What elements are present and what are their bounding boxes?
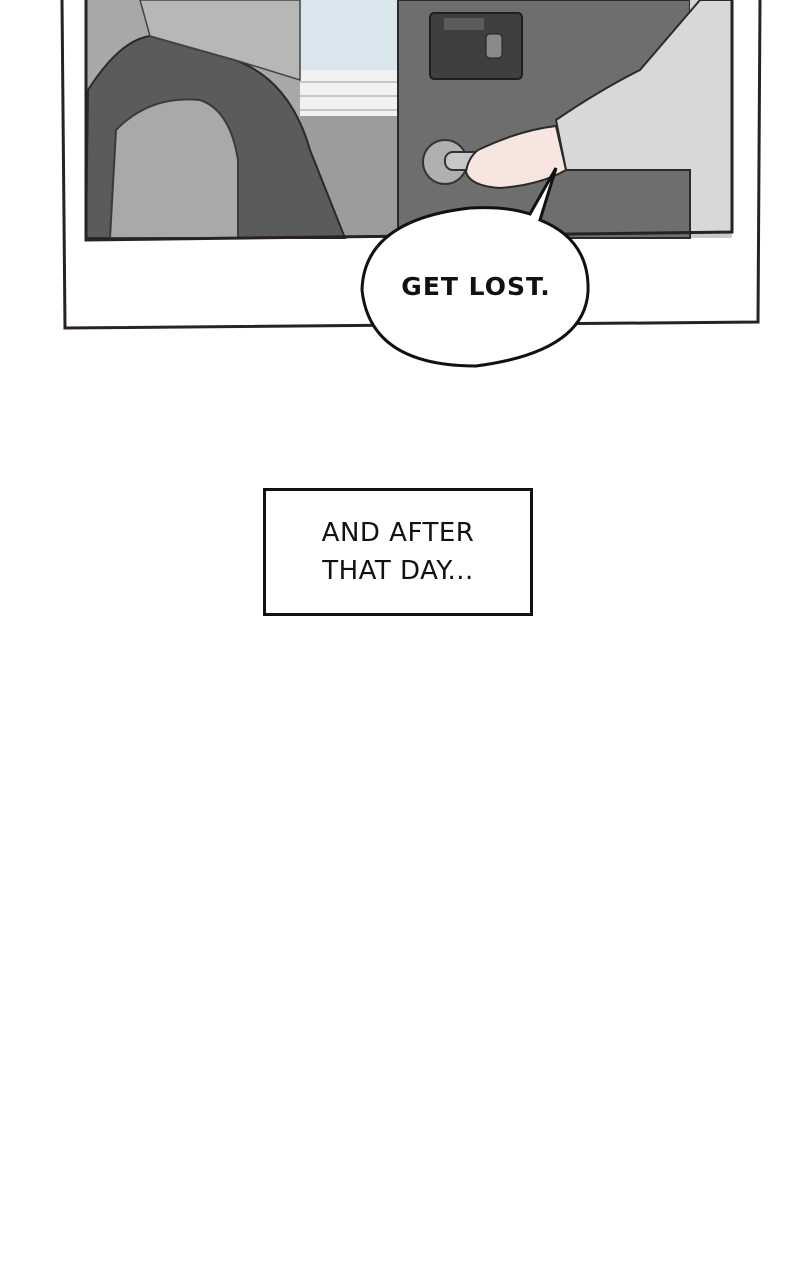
caption-line-2: THAT DAY... xyxy=(322,556,474,586)
window xyxy=(300,0,400,70)
hoodie-hood xyxy=(139,0,301,82)
hoodie-arm xyxy=(108,98,239,239)
speech-bubble xyxy=(360,167,590,368)
window-sill xyxy=(300,70,400,116)
comic-panel-illustration xyxy=(60,0,762,368)
caption-line-1: AND AFTER xyxy=(321,518,475,548)
hand xyxy=(464,124,568,190)
speech-bubble-text: GET LOST. xyxy=(401,272,551,301)
narration-caption-box: AND AFTER THAT DAY... xyxy=(263,488,533,616)
